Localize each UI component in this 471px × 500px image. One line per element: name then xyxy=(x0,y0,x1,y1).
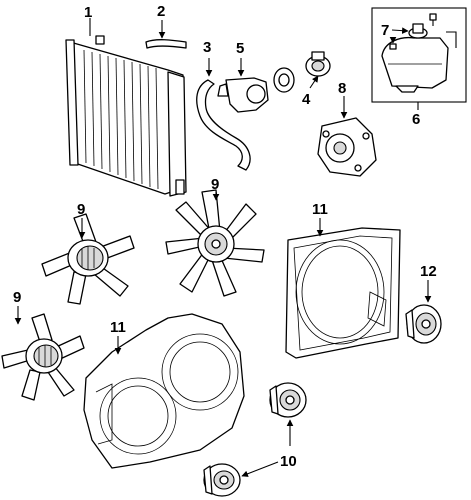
reservoir-group xyxy=(371,7,467,110)
callout-1: 1 xyxy=(84,4,92,21)
thermostat xyxy=(305,51,331,89)
callout-9-left-lower: 9 xyxy=(13,289,21,306)
thermostat-gasket xyxy=(273,67,295,93)
callout-12: 12 xyxy=(420,263,437,280)
callout-3: 3 xyxy=(203,39,211,56)
lower-hose xyxy=(196,58,251,171)
thermostat-housing xyxy=(217,58,269,113)
fan-motor-upper xyxy=(269,382,307,418)
callout-11-left: 11 xyxy=(110,319,126,336)
callout-11-right: 11 xyxy=(312,201,328,218)
callout-2: 2 xyxy=(157,3,165,20)
callout-9-center: 9 xyxy=(211,176,219,193)
fan-motor-right xyxy=(405,280,442,344)
callout-10: 10 xyxy=(280,453,297,470)
fan-motor-lower xyxy=(203,463,241,497)
callout-4: 4 xyxy=(302,91,311,108)
fan-clutch-left-upper xyxy=(41,213,135,305)
callout-5: 5 xyxy=(236,40,244,57)
callout-8: 8 xyxy=(338,80,346,97)
callout-9-left-upper: 9 xyxy=(77,201,85,218)
upper-hose xyxy=(145,20,187,49)
fan-shroud-single xyxy=(285,218,401,359)
fan-clutch-left-lower xyxy=(1,313,85,401)
water-pump xyxy=(317,96,377,177)
callout-6: 6 xyxy=(412,111,420,128)
radiator xyxy=(65,18,187,197)
callout-7: 7 xyxy=(381,22,389,39)
fan-shroud-dual xyxy=(83,313,245,469)
fan-blade-center xyxy=(165,189,265,297)
